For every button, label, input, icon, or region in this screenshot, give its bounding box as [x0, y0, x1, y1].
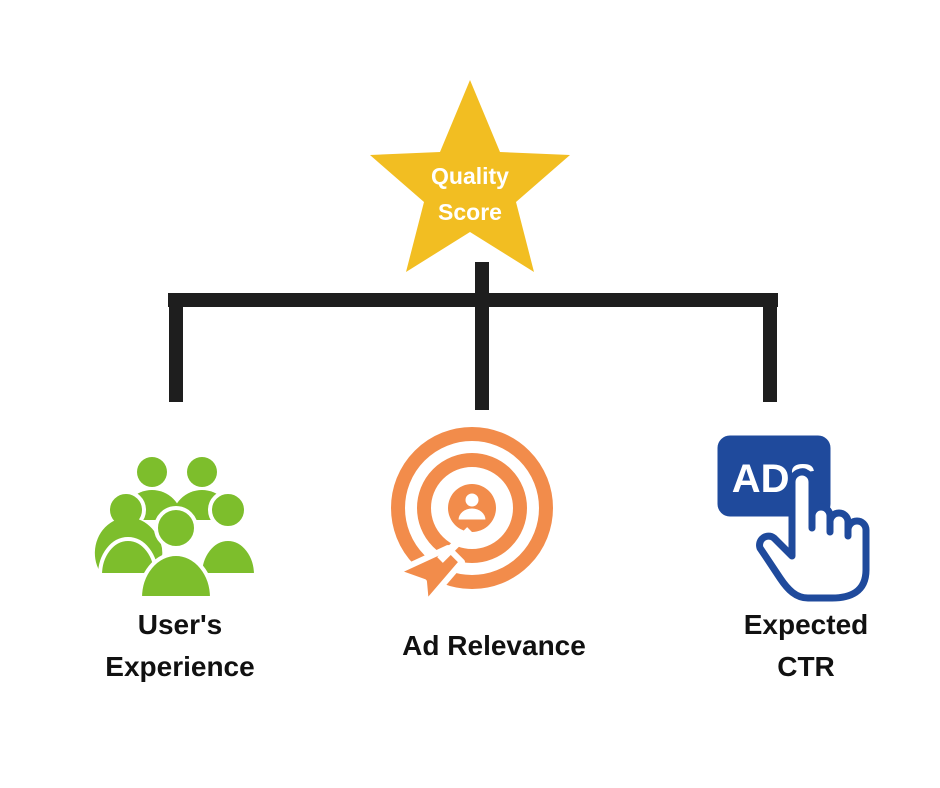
root-title-line1: Quality — [431, 163, 509, 189]
ads-click-icon: ADS — [717, 435, 870, 602]
node-label-line2: Experience — [105, 651, 255, 682]
root-title: Quality Score — [420, 158, 520, 230]
node-label-line2: CTR — [777, 651, 835, 682]
users-group-icon — [94, 457, 259, 600]
node-label-line1: User's — [137, 609, 223, 640]
root-title-line2: Score — [438, 199, 502, 225]
node-label-users-experience: User's Experience — [70, 604, 290, 688]
node-label-ad-relevance: Ad Relevance — [364, 625, 624, 667]
node-label-line1: Expected — [743, 609, 869, 640]
node-label-line1: Ad Relevance — [402, 630, 586, 661]
node-label-expected-ctr: Expected CTR — [696, 604, 916, 688]
target-arrow-icon — [391, 427, 553, 607]
star-icon — [370, 80, 570, 272]
